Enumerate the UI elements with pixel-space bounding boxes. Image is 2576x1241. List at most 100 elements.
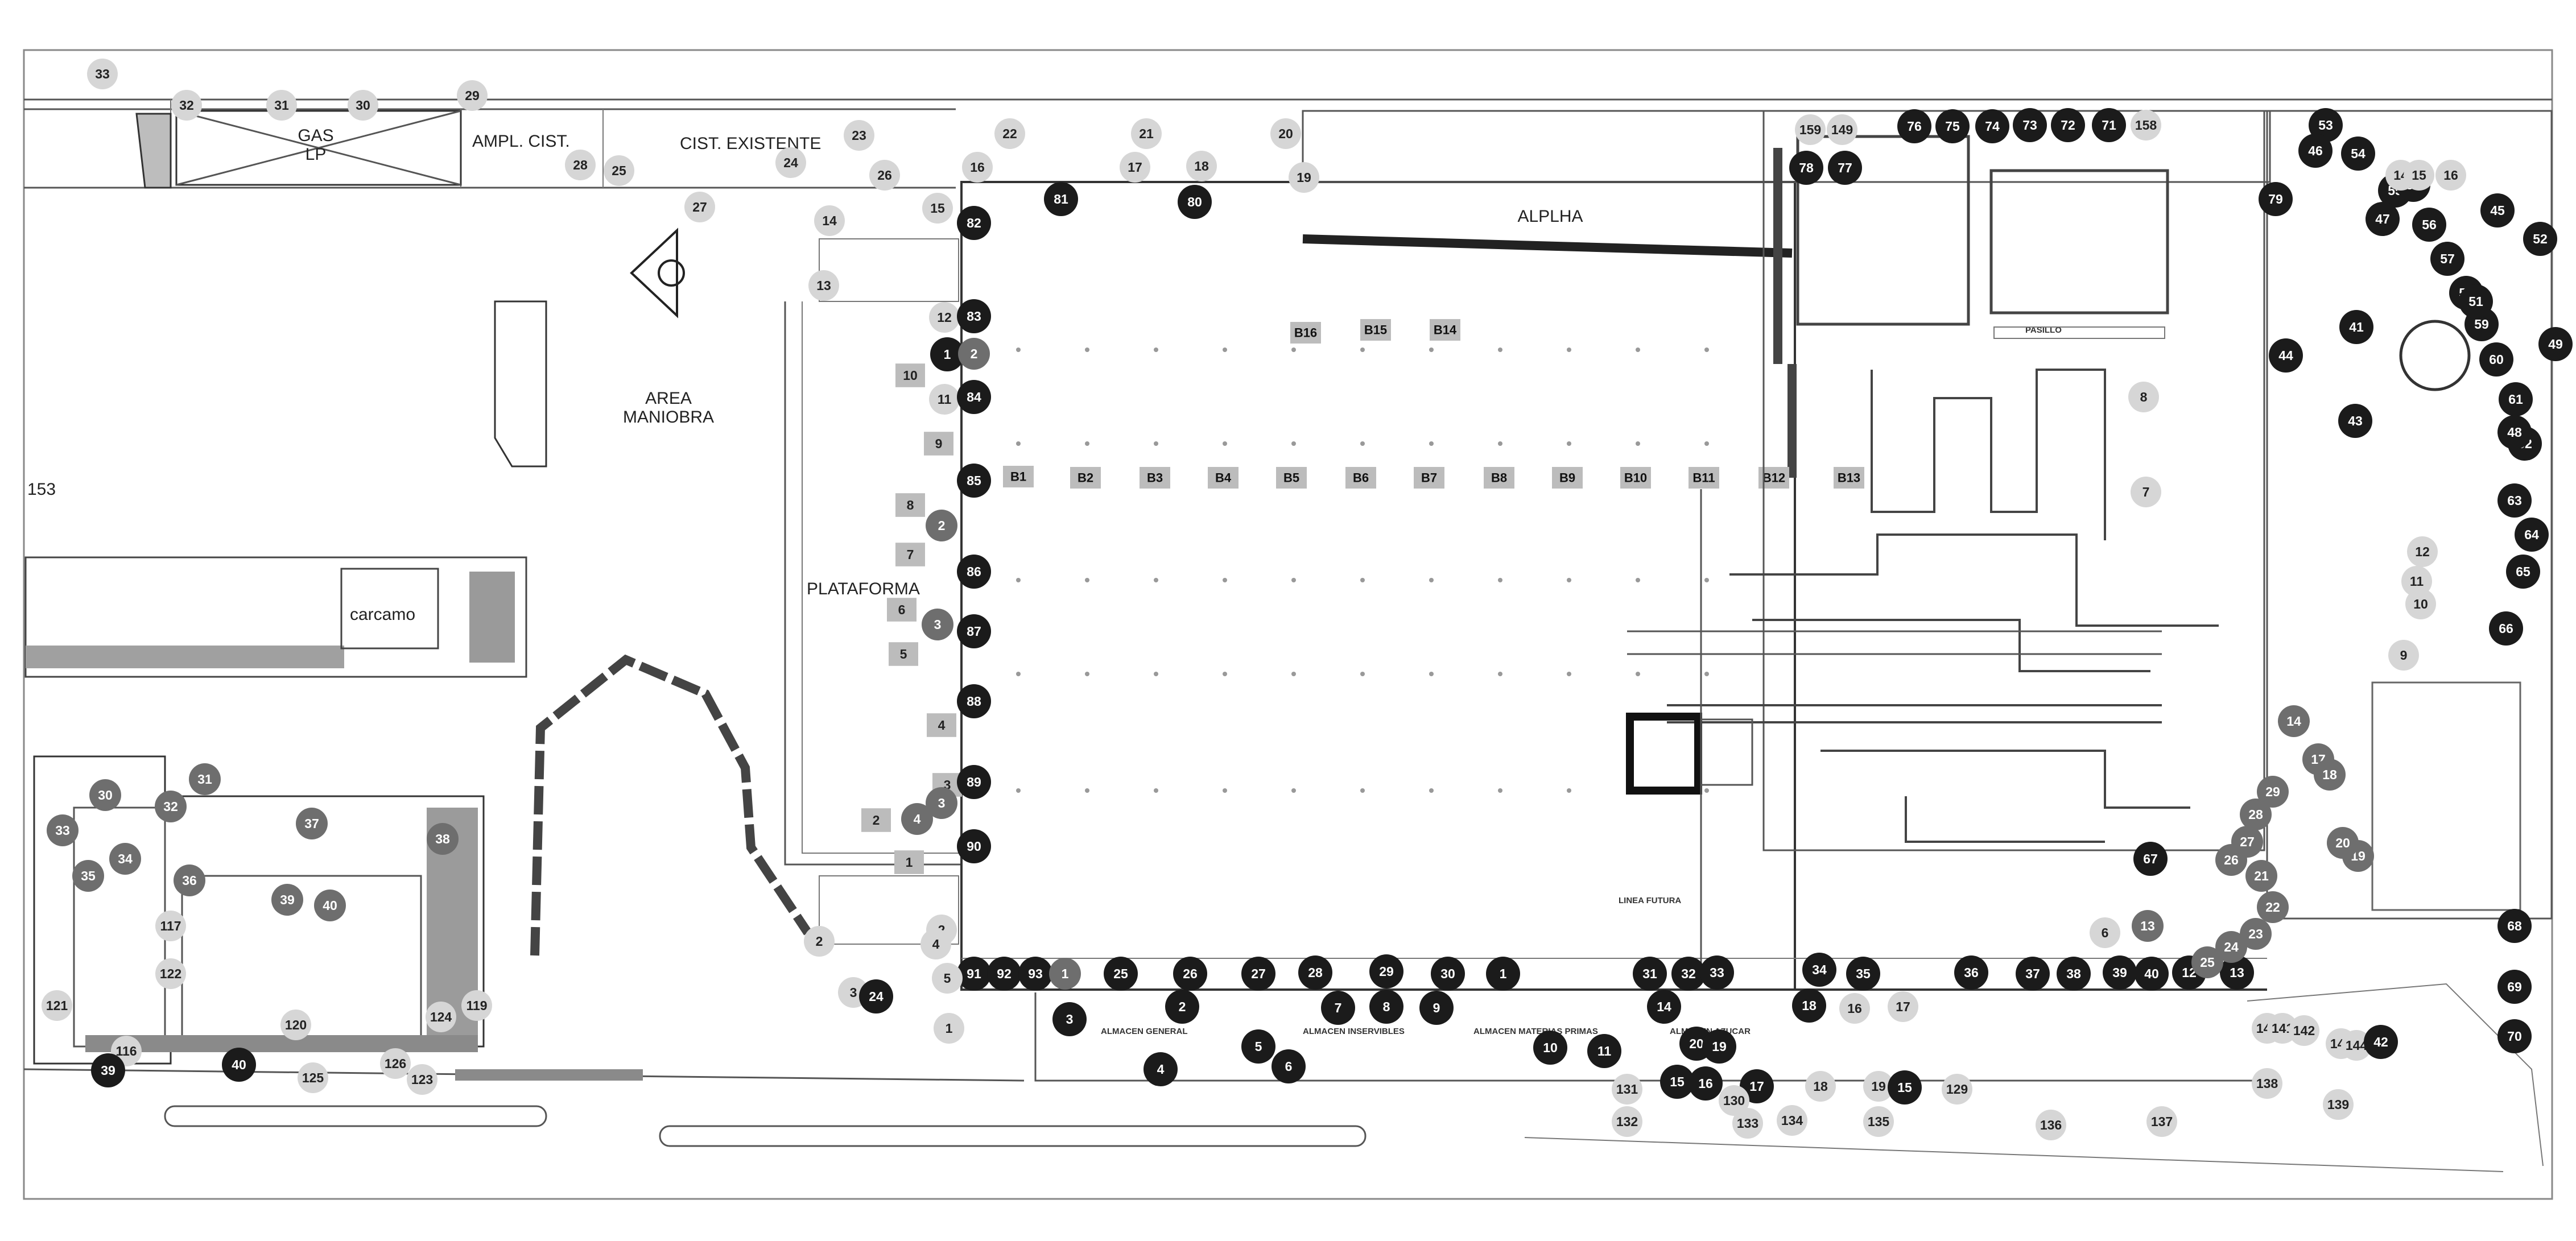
marker-shape	[2489, 611, 2523, 646]
marker-shape	[2430, 242, 2464, 276]
marker-30: 30	[1431, 957, 1465, 991]
marker-32: 32	[155, 791, 187, 822]
marker-shape	[2090, 917, 2120, 948]
marker-149: 149	[1827, 114, 1857, 145]
marker-number: 24	[869, 989, 884, 1004]
marker-27: 27	[1241, 957, 1275, 991]
marker-number: 5	[1255, 1039, 1262, 1054]
marker-shape	[930, 337, 964, 371]
marker-shape	[804, 926, 835, 957]
marker-shape	[1647, 990, 1681, 1024]
marker-34: 34	[109, 843, 141, 875]
marker-122: 122	[155, 958, 186, 989]
marker-36: 36	[174, 864, 205, 896]
marker-shape	[1828, 151, 1862, 185]
marker-shape	[604, 155, 634, 186]
marker-shape	[2057, 957, 2091, 991]
marker-8: 8	[2128, 382, 2159, 412]
column-label-box	[1276, 467, 1307, 489]
marker-number: 1	[1062, 966, 1069, 981]
marker-number: 136	[2040, 1118, 2062, 1132]
marker-shape	[91, 1053, 125, 1087]
marker-number: 53	[2318, 118, 2333, 133]
grid-dot	[1223, 788, 1227, 793]
marker-shape	[1888, 991, 1918, 1022]
marker-number: 28	[2248, 807, 2263, 822]
marker-number: 33	[55, 823, 70, 838]
marker-number: 64	[2524, 527, 2539, 542]
marker-82: 82	[957, 206, 991, 240]
marker-number: 142	[2293, 1023, 2315, 1038]
marker-shape	[47, 814, 79, 846]
marker-shape	[1369, 954, 1403, 988]
marker-shape	[1289, 162, 1319, 193]
marker-number: 9	[935, 436, 943, 451]
marker-125: 125	[298, 1062, 328, 1093]
marker-shape	[2405, 589, 2436, 619]
marker-24: 24	[775, 147, 806, 178]
grid-dot	[1154, 788, 1158, 793]
marker-number: 36	[1964, 965, 1979, 980]
marker-129: 129	[1942, 1074, 1972, 1105]
column-label-b16: B16	[1294, 326, 1317, 340]
marker-shape	[957, 829, 991, 863]
marker-shape	[929, 302, 960, 333]
marker-shape	[2339, 310, 2373, 344]
marker-shape	[957, 684, 991, 718]
column-label-box	[1689, 467, 1719, 489]
marker-shape	[348, 90, 378, 121]
marker-17: 17	[1120, 152, 1150, 183]
marker-21: 21	[2245, 860, 2277, 892]
marker-1: 1	[1486, 957, 1520, 991]
marker-shape	[957, 206, 991, 240]
marker-number: 158	[2135, 118, 2157, 133]
marker-number: 17	[1128, 160, 1142, 175]
marker-number: 16	[970, 160, 985, 175]
marker-shape	[957, 380, 991, 414]
marker-shape	[1612, 1106, 1642, 1137]
marker-shape	[2103, 955, 2137, 990]
grid-dot	[1498, 672, 1502, 676]
grid-dot	[1567, 441, 1571, 446]
marker-number: 4	[914, 812, 921, 826]
marker-shape	[901, 803, 933, 835]
marker-87: 87	[957, 614, 991, 648]
grid-dot	[1085, 441, 1089, 446]
marker-6: 6	[1272, 1049, 1306, 1083]
marker-shape	[2092, 108, 2126, 142]
marker-number: 12	[2415, 544, 2430, 559]
marker-46: 46	[2298, 134, 2333, 168]
marker-shape	[2191, 946, 2223, 978]
marker-number: 29	[465, 88, 480, 103]
marker-35: 35	[1846, 957, 1880, 991]
grid-dot	[1636, 578, 1640, 582]
marker-shape	[2497, 909, 2532, 943]
marker-80: 80	[1178, 185, 1212, 219]
marker-shape	[887, 598, 917, 622]
marker-number: 149	[1831, 122, 1853, 137]
marker-number: 14	[2286, 714, 2301, 729]
marker-number: 14	[1657, 999, 1671, 1014]
marker-number: 23	[2248, 926, 2263, 941]
marker-shape	[89, 779, 121, 811]
marker-shape	[298, 1062, 328, 1093]
marker-shape	[2497, 415, 2532, 449]
marker-number: 16	[1847, 1001, 1862, 1016]
marker-shape	[929, 384, 960, 415]
marker-18: 18	[1805, 1071, 1836, 1102]
marker-40: 40	[2135, 957, 2169, 991]
marker-16: 16	[2435, 160, 2466, 191]
marker-shape	[1863, 1106, 1894, 1137]
marker-number: 30	[356, 98, 370, 113]
marker-number: 29	[1379, 964, 1394, 979]
column-label-b13: B13	[1838, 471, 1860, 485]
marker-9: 9	[2388, 640, 2419, 671]
marker-27: 27	[684, 192, 715, 222]
marker-number: 135	[1868, 1114, 1890, 1129]
marker-shape	[2132, 910, 2164, 942]
marker-number: 41	[2349, 320, 2364, 334]
marker-number: 10	[1543, 1040, 1558, 1055]
marker-shape	[889, 642, 918, 666]
grid-dot	[1636, 348, 1640, 352]
